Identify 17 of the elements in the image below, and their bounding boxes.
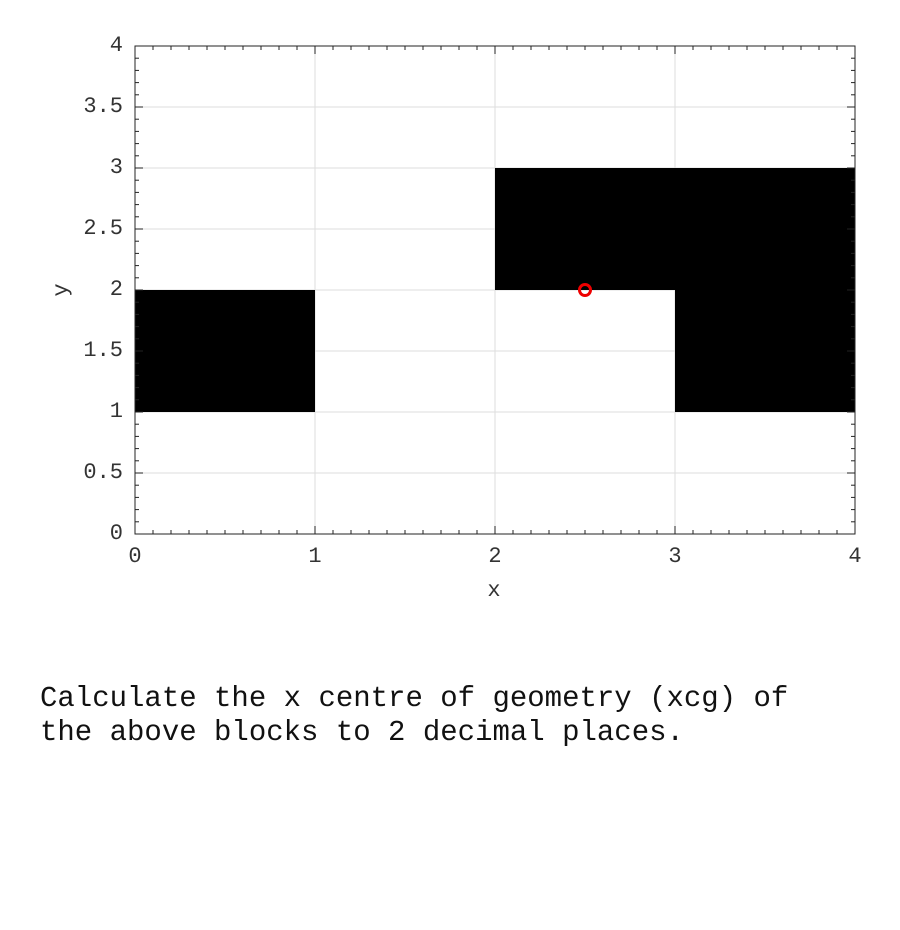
- x-axis-tick-label: 4: [848, 546, 862, 568]
- x-axis-tick-label: 3: [668, 546, 682, 568]
- axis-label: x: [487, 580, 501, 602]
- y-axis-tick-label: 2: [110, 279, 123, 301]
- y-axis-tick-label: 2.5: [83, 218, 123, 240]
- y-axis-tick-label: 1.5: [83, 340, 123, 362]
- y-axis-tick-label: 3.5: [83, 96, 123, 118]
- y-axis-tick-label: 1: [110, 401, 123, 423]
- x-axis-tick-label: 2: [488, 546, 502, 568]
- y-axis-tick-label: 0.5: [83, 462, 123, 484]
- y-axis-tick-label: 3: [110, 157, 123, 179]
- axis-label: y: [51, 283, 73, 297]
- question-text: Calculate the x centre of geometry (xcg) of the above blocks to 2 decimal places.: [40, 682, 790, 750]
- y-axis-tick-label: 0: [110, 523, 123, 545]
- x-axis-tick-label: 0: [128, 546, 142, 568]
- y-axis-tick-label: 4: [110, 35, 123, 57]
- x-axis-tick-label: 1: [308, 546, 322, 568]
